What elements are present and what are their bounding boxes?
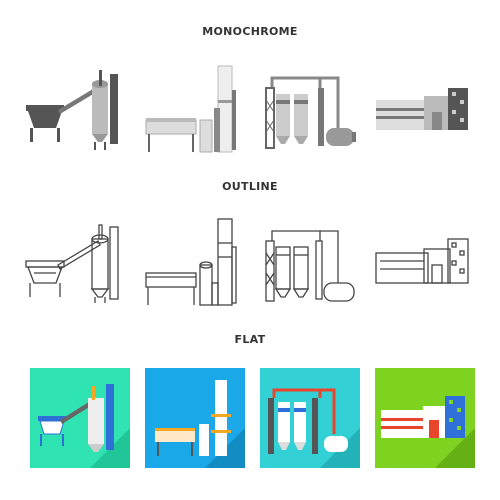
- section-title-flat: FLAT: [234, 333, 266, 346]
- conveyor-silo-plant-icon: [20, 60, 130, 160]
- outline-row: [0, 213, 500, 313]
- factory-building-icon: [372, 60, 482, 160]
- factory-building-icon: [372, 213, 482, 313]
- chimney-factory-icon: [145, 368, 245, 468]
- chimney-factory-icon: [142, 213, 247, 313]
- section-title-monochrome: MONOCHROME: [202, 25, 298, 38]
- pipeline-tank-plant-icon: [258, 60, 368, 160]
- conveyor-silo-plant-icon: [20, 213, 130, 313]
- flat-row: [0, 368, 500, 468]
- section-title-outline: OUTLINE: [222, 180, 278, 193]
- pipeline-tank-plant-icon: [260, 368, 360, 468]
- pipeline-tank-plant-icon: [258, 213, 368, 313]
- factory-building-icon: [375, 368, 475, 468]
- chimney-factory-icon: [142, 60, 247, 160]
- monochrome-row: [0, 60, 500, 160]
- conveyor-silo-plant-icon: [30, 368, 130, 468]
